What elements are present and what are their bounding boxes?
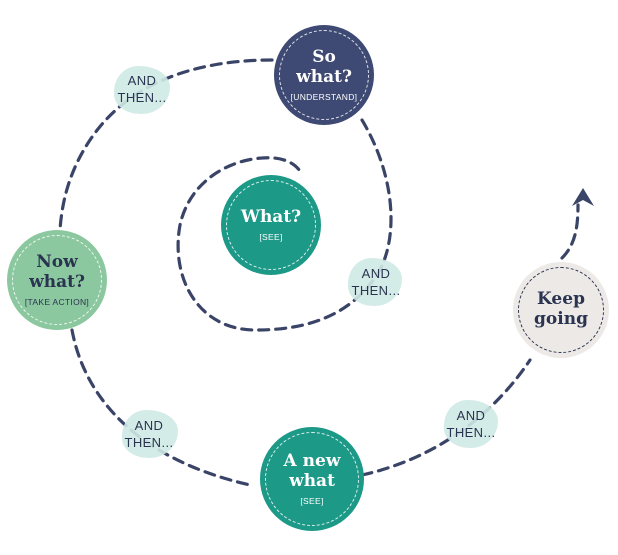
node-new-what-title: A new what (283, 450, 341, 491)
connector-then-top-left: THEN... (117, 90, 167, 105)
node-now-what-sub: [TAKE ACTION] (24, 297, 90, 308)
connector-and-bottom-right: AND (456, 408, 486, 423)
node-so-what-title: So what? (296, 46, 352, 87)
connector-then-right: THEN... (351, 283, 401, 298)
node-keep-going: Keep going (513, 262, 609, 358)
connector-label-bottom-left: AND THEN... (115, 417, 183, 451)
connector-then-bottom-right: THEN... (446, 425, 496, 440)
node-now-what-title: Now what? (29, 251, 85, 292)
connector-then-bottom-left: THEN... (124, 435, 174, 450)
connector-blob-right (348, 258, 402, 306)
node-what-sub: [SEE] (259, 232, 283, 243)
node-so-what: So what? [UNDERSTAND] (274, 25, 374, 125)
spiral-arc-middle (176, 118, 393, 332)
spiral-arc-outer (58, 58, 274, 232)
connector-label-bottom-right: AND THEN... (437, 407, 505, 441)
node-keep-going-title: Keep going (534, 289, 588, 329)
connector-and-right: AND (361, 266, 391, 281)
up-arrow-icon (572, 188, 594, 206)
connector-label-right: AND THEN... (342, 265, 410, 299)
connector-blob-bottom-right (444, 400, 498, 448)
node-now-what: Now what? [TAKE ACTION] (7, 230, 107, 330)
node-so-what-sub: [UNDERSTAND] (290, 92, 358, 103)
node-what: What? [SEE] (221, 175, 321, 275)
spiral-arc-upright (560, 203, 580, 260)
node-what-title: What? (240, 206, 302, 227)
spiral-arc-left-down (70, 328, 252, 487)
connector-blob-top-left (114, 66, 170, 114)
connector-and-bottom-left: AND (134, 418, 164, 433)
node-new-what-sub: [SEE] (300, 496, 324, 507)
node-new-what: A new what [SEE] (260, 427, 364, 531)
connector-label-top-left: AND THEN... (108, 72, 176, 106)
connector-blob-bottom-left (122, 410, 178, 458)
connector-and-top-left: AND (127, 73, 157, 88)
